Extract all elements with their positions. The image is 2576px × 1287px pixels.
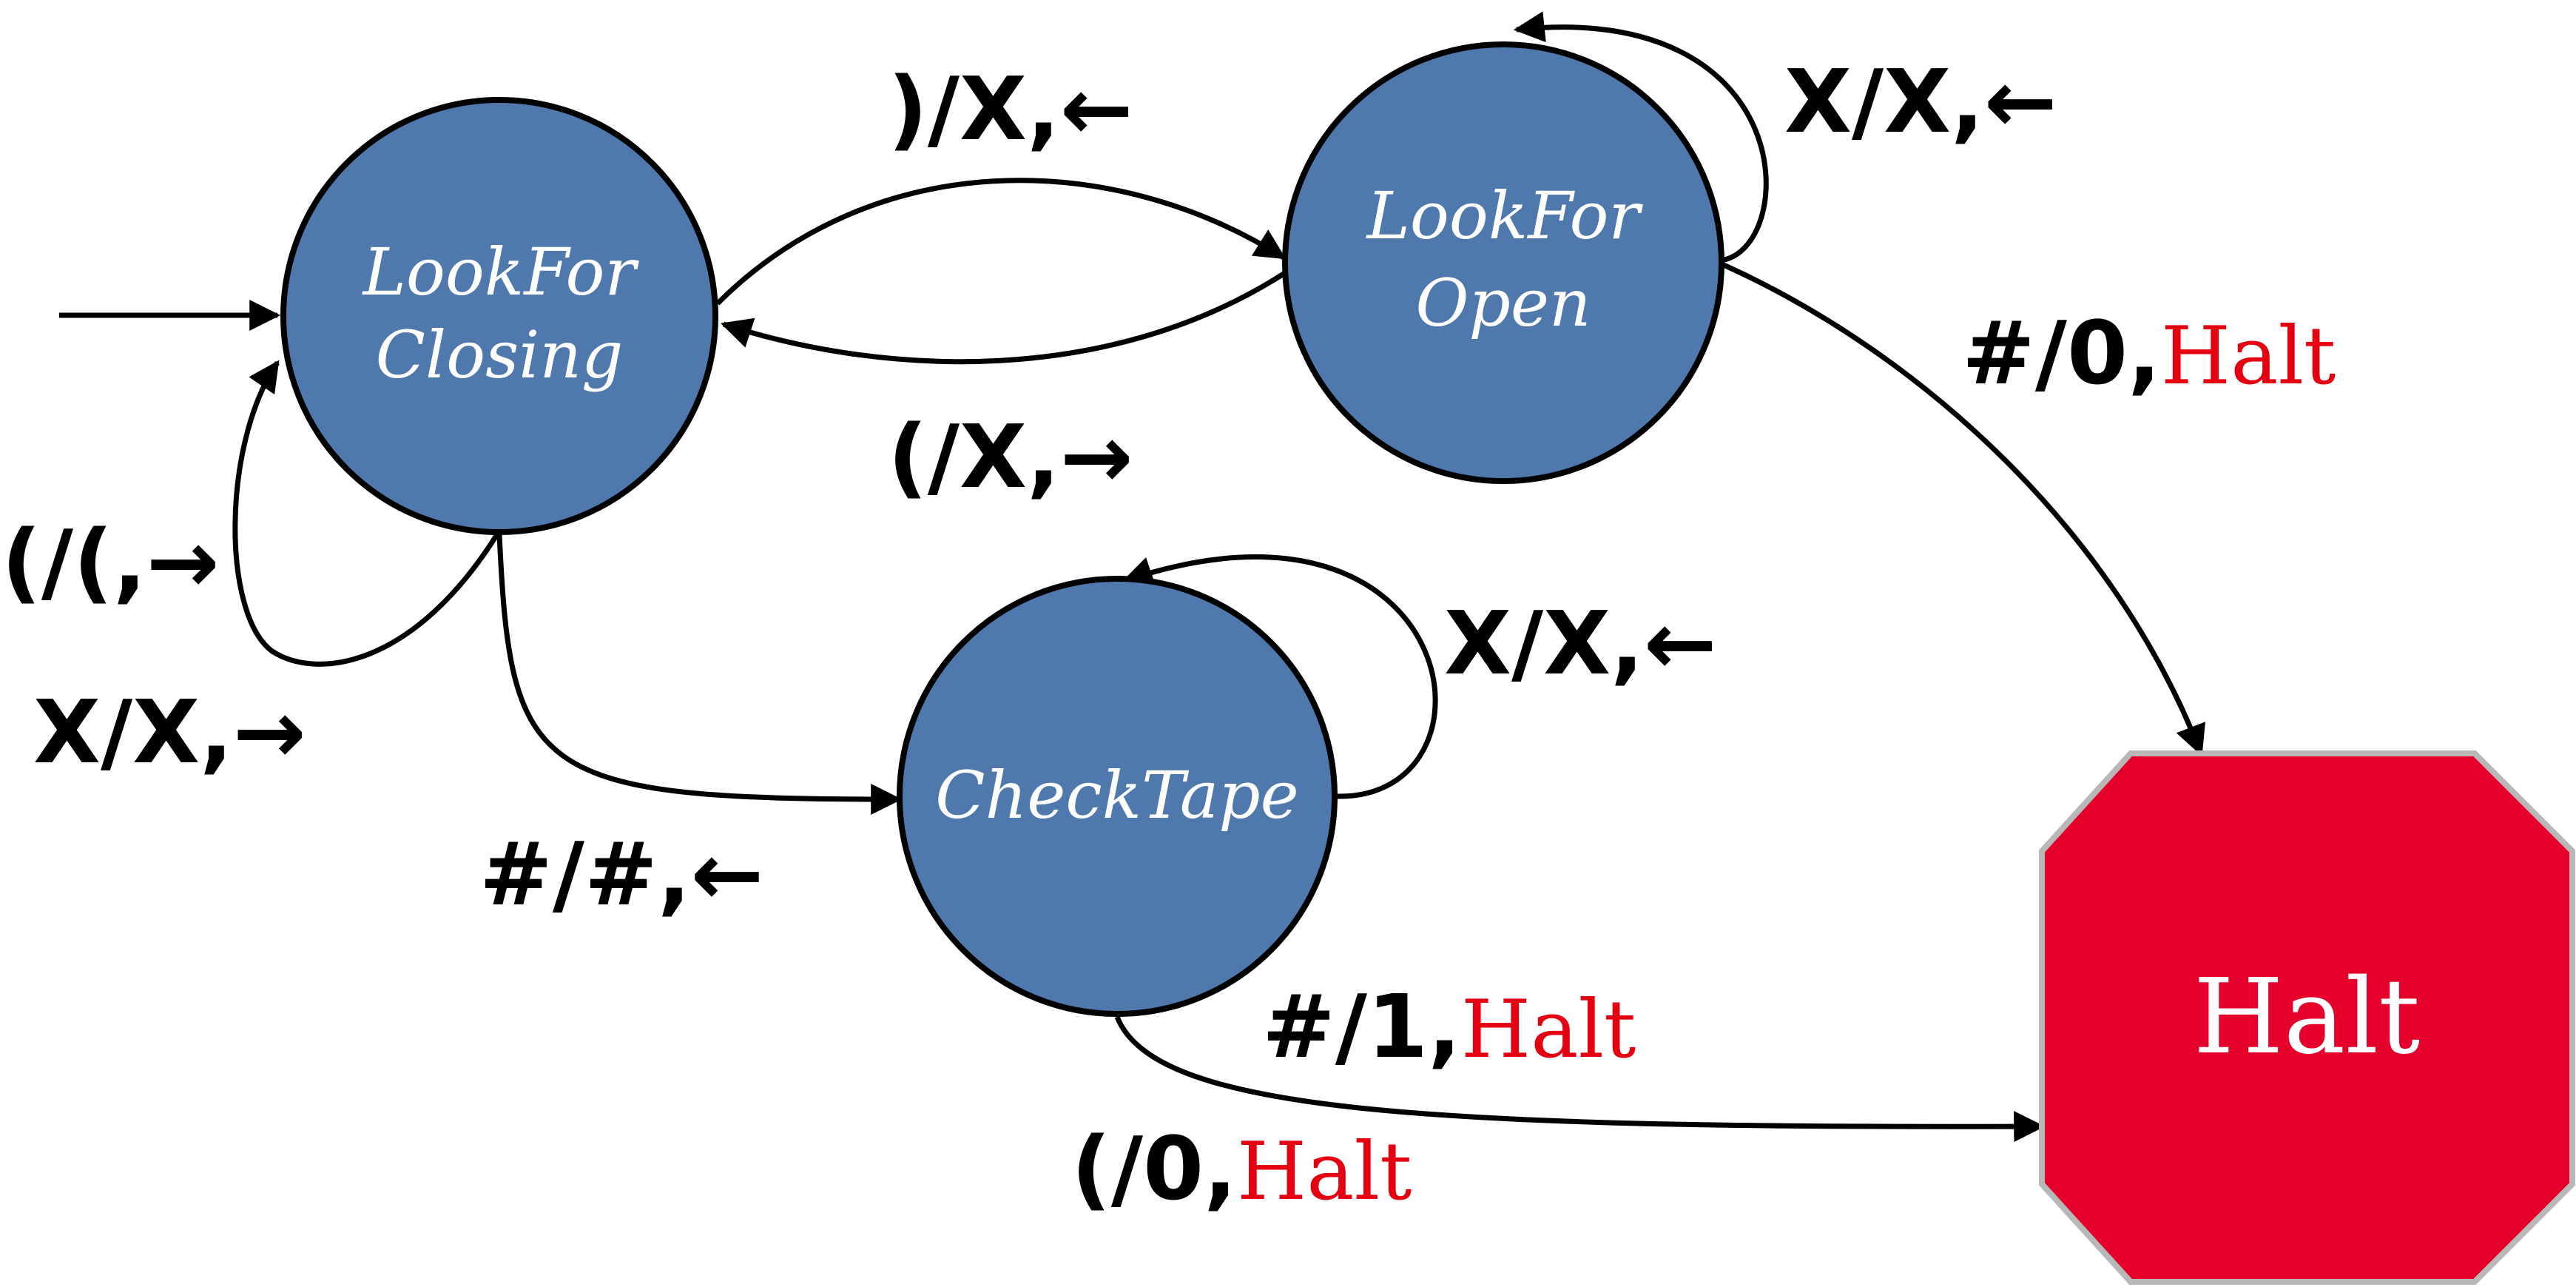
halt-action-text: Halt	[2161, 310, 2336, 403]
label-check-self-loop: X/X,←	[1444, 592, 1717, 694]
label-check-to-halt-b: (/0,Halt	[1071, 1118, 1412, 1220]
label-text: #/1,	[1262, 975, 1461, 1078]
edge-closing-to-check	[496, 534, 903, 815]
label-text: (/0,	[1071, 1118, 1237, 1220]
state-circle	[280, 97, 718, 535]
state-lookfor-closing: LookFor Closing	[280, 97, 718, 535]
arrow-right-icon: →	[1060, 406, 1133, 508]
label-text: #/#,	[479, 823, 691, 925]
label-open-self-loop: X/X,←	[1784, 50, 2057, 152]
svg-text:CheckTape: CheckTape	[935, 757, 1298, 833]
state-label-line2: Open	[1415, 265, 1591, 341]
svg-text:LookFor: LookFor	[361, 234, 639, 310]
state-circle	[897, 576, 1338, 1017]
edge-closing-self-loop	[232, 360, 499, 667]
edge-check-to-halt	[1114, 1015, 2046, 1143]
label-text: X/X,	[33, 681, 233, 783]
label-closing-to-check: #/#,←	[479, 823, 764, 925]
label-text: )/X,	[888, 58, 1060, 160]
edge-check-self-loop	[1122, 554, 1438, 799]
halt-action-text: Halt	[1461, 984, 1636, 1076]
arrow-left-icon: ←	[691, 823, 764, 925]
state-label-line2: Closing	[376, 317, 624, 393]
label-text: #/0,	[1962, 302, 2161, 404]
label-closing-to-open: )/X,←	[888, 58, 1133, 160]
edge-open-to-closing	[721, 272, 1285, 365]
state-checktape: CheckTape	[897, 576, 1338, 1017]
arrow-left-icon: ←	[1644, 592, 1717, 694]
arrow-left-icon: ←	[1984, 50, 2057, 152]
svg-text:Open: Open	[1415, 265, 1591, 341]
state-label-line1: LookFor	[1365, 178, 1643, 254]
edge-closing-to-open	[715, 178, 1287, 306]
label-text: (/X,	[888, 406, 1060, 508]
halt-octagon	[2039, 750, 2575, 1285]
label-closing-self-a: (/(,→	[1, 511, 220, 613]
edge-open-to-halt	[1722, 262, 2205, 756]
svg-text:LookFor: LookFor	[1365, 178, 1643, 254]
state-lookfor-open: LookFor Open	[1282, 41, 1724, 484]
label-text: X/X,	[1784, 50, 1984, 152]
label-check-to-halt-a: #/1,Halt	[1262, 975, 1636, 1078]
state-label: CheckTape	[935, 757, 1298, 833]
state-label-line1: LookFor	[361, 234, 639, 310]
label-text: X/X,	[1444, 592, 1644, 694]
label-text: (/(,	[1, 511, 146, 613]
arrow-right-icon: →	[233, 681, 306, 783]
svg-text:Closing: Closing	[376, 317, 624, 393]
edge-open-self-loop	[1513, 11, 1769, 263]
arrow-left-icon: ←	[1060, 58, 1133, 160]
arrow-right-icon: →	[146, 511, 220, 613]
state-circle	[1282, 41, 1724, 484]
halt-label: Halt	[2194, 957, 2421, 1078]
label-closing-self-b: X/X,→	[33, 681, 306, 783]
svg-text:Halt: Halt	[2194, 957, 2421, 1078]
label-open-to-closing: (/X,→	[888, 406, 1133, 508]
halt-action-text: Halt	[1237, 1126, 1412, 1218]
label-open-to-halt: #/0,Halt	[1962, 302, 2336, 404]
state-halt: Halt	[2039, 750, 2575, 1285]
